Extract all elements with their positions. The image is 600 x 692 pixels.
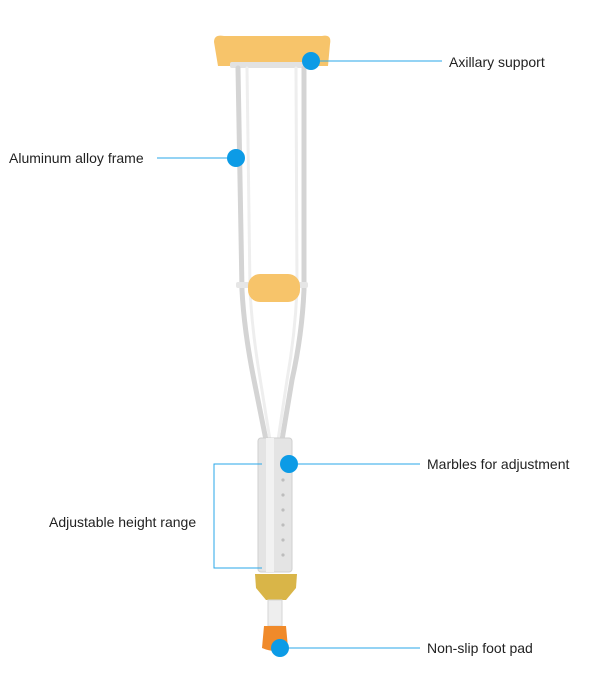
frame-rail-left-inner <box>245 66 272 442</box>
frame-rail-left-outer <box>235 65 269 443</box>
height-collar <box>255 574 297 600</box>
callout-dots <box>227 52 320 657</box>
extension-tube <box>267 599 283 627</box>
label-height-range: Adjustable height range <box>49 514 197 530</box>
callout-dot-axillary <box>302 52 320 70</box>
frame-rail-right-outer <box>279 65 307 443</box>
adjustment-holes <box>281 478 285 557</box>
frame-rail-right-inner <box>276 66 299 442</box>
hand-grip <box>248 274 300 302</box>
label-foot-pad: Non-slip foot pad <box>427 640 533 656</box>
label-axillary-support: Axillary support <box>449 54 545 70</box>
leader-lines <box>157 60 442 649</box>
axillary-pad-base <box>230 62 316 68</box>
callout-dot-marbles <box>280 455 298 473</box>
label-marbles-adjustment: Marbles for adjustment <box>427 456 570 472</box>
label-aluminum-frame: Aluminum alloy frame <box>9 150 144 166</box>
leader-height <box>213 463 262 569</box>
callout-dot-frame <box>227 149 245 167</box>
lower-tube-highlight <box>266 438 274 572</box>
axillary-pad <box>214 35 331 66</box>
callout-dot-foot <box>271 639 289 657</box>
